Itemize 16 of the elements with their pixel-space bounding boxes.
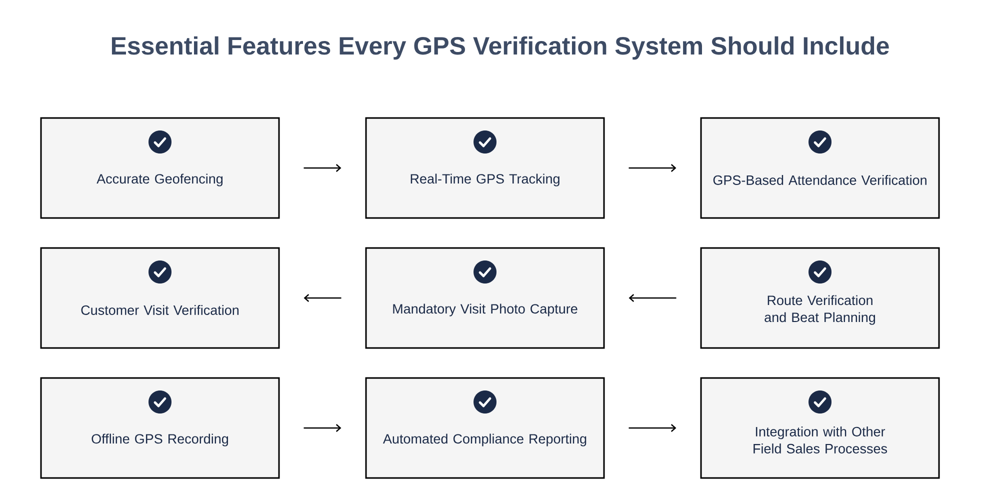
arrow xyxy=(628,164,676,172)
feature-box: Integration with Other Field Sales Processes xyxy=(700,377,940,479)
feature-box: GPS-Based Attendance Verification xyxy=(700,117,940,219)
feature-box: Automated Compliance Reporting xyxy=(365,377,605,479)
arrow xyxy=(304,294,342,302)
feature-box: Mandatory Visit Photo Capture xyxy=(365,247,605,349)
feature-box: Offline GPS Recording xyxy=(40,377,280,479)
feature-box: Route Verification and Beat Planning xyxy=(700,247,940,349)
title: Essential Features Every GPS Verification System Should Include xyxy=(112,36,889,60)
feature-box: Real-Time GPS Tracking xyxy=(365,117,605,219)
arrow xyxy=(628,424,676,432)
arrow xyxy=(628,294,676,302)
arrow xyxy=(304,424,342,432)
arrow xyxy=(304,164,342,172)
feature-box: Accurate Geofencing xyxy=(40,117,280,219)
feature-box: Customer Visit Verification xyxy=(40,247,280,349)
